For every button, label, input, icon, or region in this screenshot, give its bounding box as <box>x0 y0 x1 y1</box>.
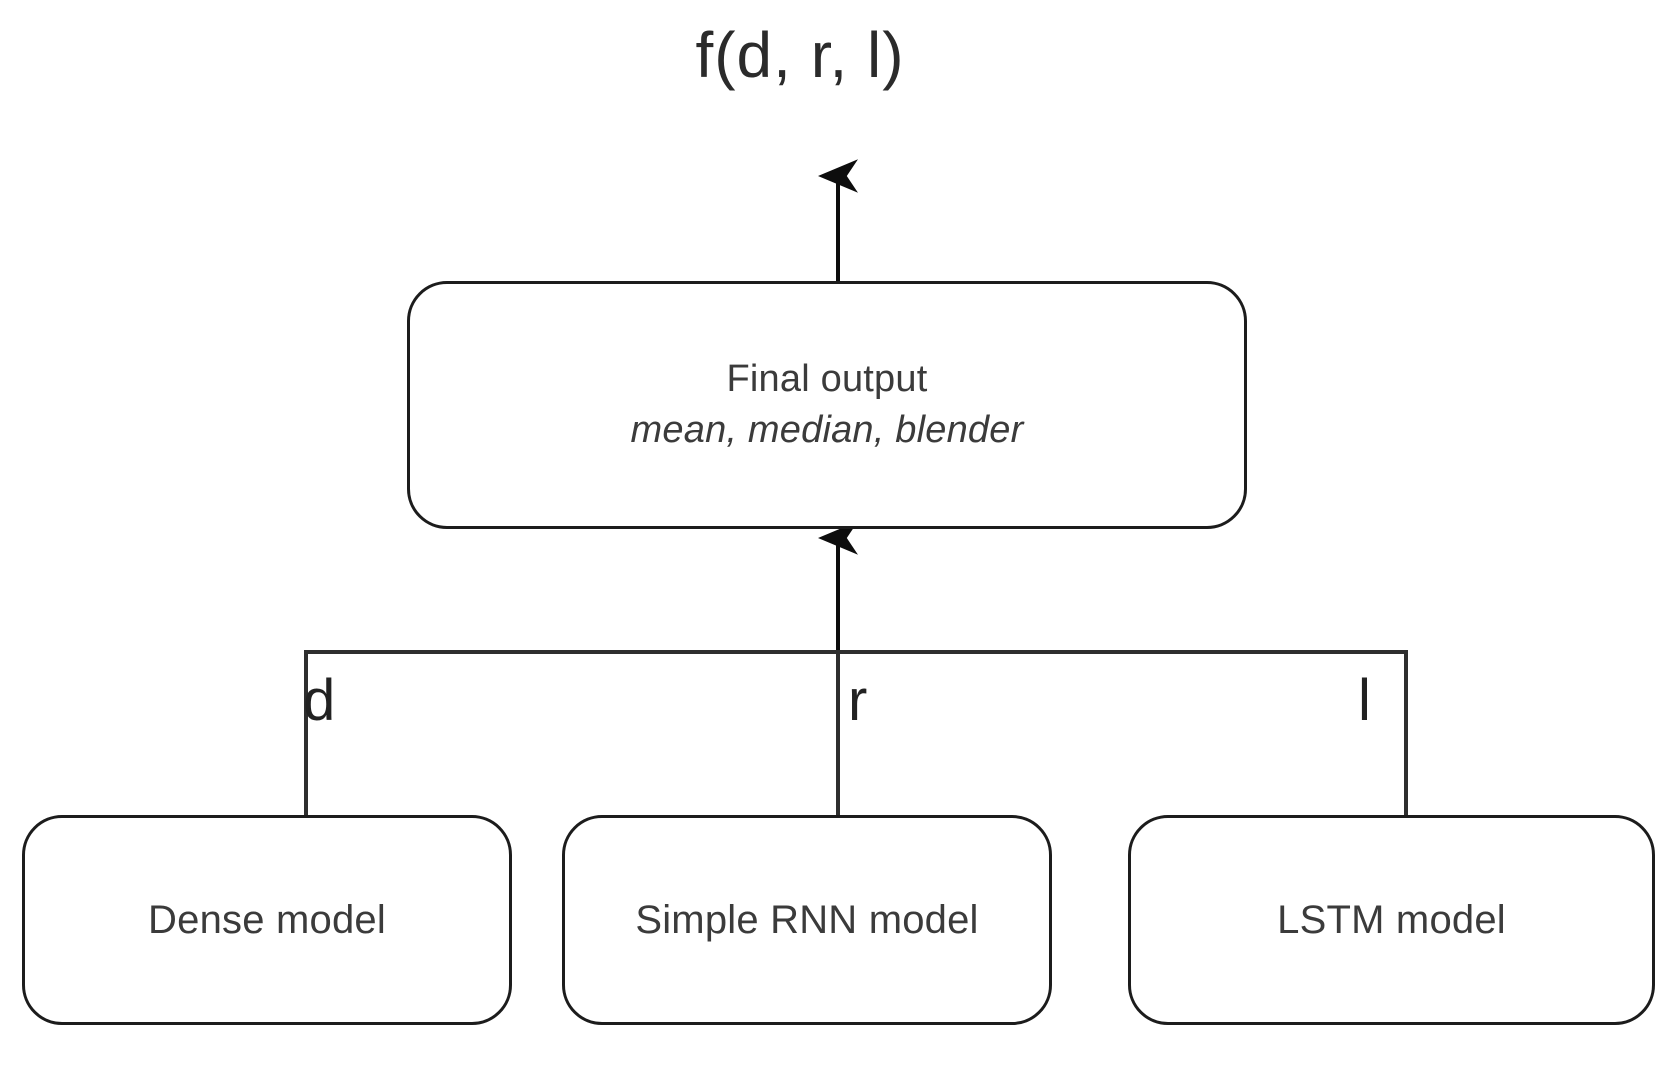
node-lstm-model[interactable]: LSTM model <box>1128 815 1655 1025</box>
node-simple-rnn-model-label: Simple RNN model <box>635 898 979 942</box>
edge-label-dense: d <box>303 668 336 733</box>
node-final-output-title: Final output <box>726 357 928 400</box>
node-dense-model-label: Dense model <box>148 898 386 942</box>
node-simple-rnn-model[interactable]: Simple RNN model <box>562 815 1052 1025</box>
node-final-output-subtitle: mean, median, blender <box>630 409 1024 451</box>
node-dense-model[interactable]: Dense model <box>22 815 512 1025</box>
edge-label-rnn: r <box>848 668 868 733</box>
page-title: f(d, r, l) <box>695 19 905 91</box>
node-final-output[interactable]: Final output mean, median, blender <box>407 281 1247 529</box>
edge-label-lstm: l <box>1358 668 1371 733</box>
node-lstm-model-label: LSTM model <box>1277 898 1506 942</box>
